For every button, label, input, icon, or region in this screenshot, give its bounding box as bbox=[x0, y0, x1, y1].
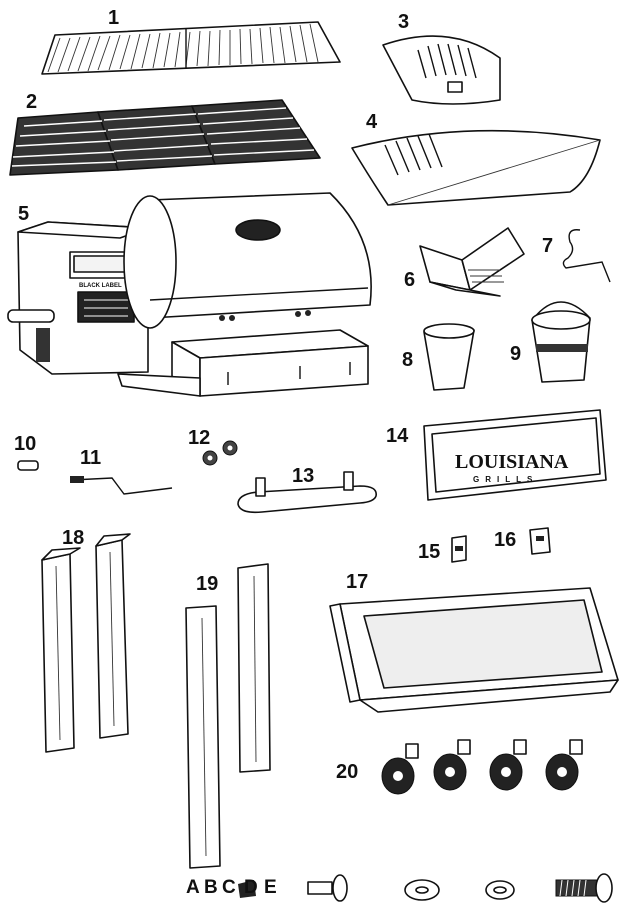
label-part-7: 7 bbox=[542, 235, 554, 257]
part-5-grill-body: BLACK LABEL bbox=[7, 192, 372, 397]
part-13-handle bbox=[237, 471, 377, 514]
part-18-legs bbox=[41, 533, 131, 753]
hardware-label-a: A bbox=[186, 877, 201, 898]
part-7-hook bbox=[562, 229, 611, 283]
label-part-10: 10 bbox=[14, 433, 37, 455]
hardware-screw-b bbox=[238, 880, 256, 898]
label-part-20: 20 bbox=[336, 761, 359, 783]
label-part-9: 9 bbox=[510, 343, 522, 365]
hardware-label-b: B bbox=[204, 877, 219, 898]
label-part-12: 12 bbox=[188, 427, 211, 449]
part-1-upper-grate bbox=[41, 21, 341, 75]
label-part-4: 4 bbox=[366, 111, 378, 133]
part-16-bracket bbox=[529, 527, 551, 555]
hardware-label-c: C bbox=[222, 877, 237, 898]
caster-4 bbox=[545, 739, 583, 791]
part-14-logo-plate: LOUISIANA GRILLS bbox=[423, 409, 607, 501]
control-panel-label: BLACK LABEL bbox=[79, 283, 122, 289]
part-12-nuts bbox=[202, 440, 238, 466]
label-part-16: 16 bbox=[494, 529, 517, 551]
hardware-label-e: E bbox=[264, 877, 278, 898]
part-20-casters bbox=[381, 739, 583, 795]
label-part-11: 11 bbox=[80, 447, 102, 469]
part-8-cup bbox=[423, 323, 475, 391]
label-part-14: 14 bbox=[386, 425, 409, 447]
label-part-1: 1 bbox=[108, 7, 120, 29]
part-17-shelf bbox=[329, 587, 619, 713]
label-part-18: 18 bbox=[62, 527, 85, 549]
hardware-label-d: D bbox=[244, 877, 259, 898]
part-19-legs bbox=[185, 563, 271, 869]
caster-1 bbox=[381, 743, 419, 795]
label-part-8: 8 bbox=[402, 349, 414, 371]
part-6-tray bbox=[419, 227, 525, 297]
part-15-bracket bbox=[451, 535, 467, 563]
caster-3 bbox=[489, 739, 527, 791]
label-part-15: 15 bbox=[418, 541, 441, 563]
hardware-washer-d bbox=[404, 879, 440, 901]
part-9-bucket bbox=[531, 301, 591, 383]
part-10-pin bbox=[17, 460, 39, 471]
label-part-3: 3 bbox=[398, 11, 410, 33]
part-3-hopper-lid bbox=[382, 35, 501, 105]
badge-sub-text: GRILLS bbox=[473, 475, 538, 484]
label-part-17: 17 bbox=[346, 571, 369, 593]
label-part-6: 6 bbox=[404, 269, 416, 291]
label-part-13: 13 bbox=[292, 465, 315, 487]
label-part-5: 5 bbox=[18, 203, 30, 225]
label-part-2: 2 bbox=[26, 91, 38, 113]
label-part-19: 19 bbox=[196, 573, 219, 595]
hardware-bolt-c bbox=[307, 874, 348, 902]
part-11-rod bbox=[70, 476, 173, 495]
badge-brand-text: LOUISIANA bbox=[455, 451, 569, 473]
part-4-chamber-lid bbox=[351, 129, 601, 206]
part-2-cast-iron-grates bbox=[9, 99, 321, 176]
hardware-bolt-long bbox=[555, 873, 613, 903]
hardware-washer-e bbox=[485, 880, 515, 900]
caster-2 bbox=[433, 739, 471, 791]
